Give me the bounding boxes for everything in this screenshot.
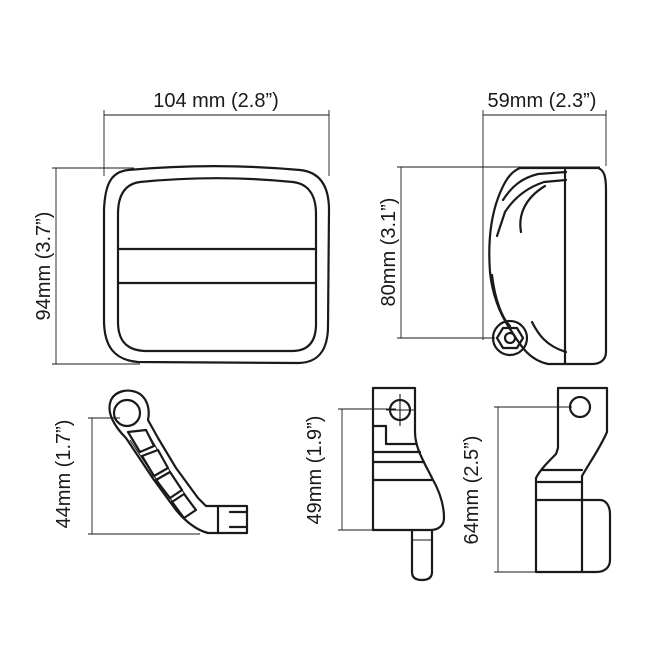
- front-height-dimension: 94mm (3.7”): [33, 167, 140, 365]
- bracket-a-dimension: 44mm (1.7”): [53, 417, 200, 535]
- front-view-lamp: [102, 165, 331, 365]
- side-view-lamp: [488, 166, 608, 366]
- bracket-c-tall: [534, 386, 612, 574]
- side-depth-dimension: 59mm (2.3”): [482, 90, 607, 340]
- bracket-b-label: 49mm (1.9”): [304, 416, 326, 525]
- bracket-c-dimension: 64mm (2.5”): [461, 406, 572, 573]
- bracket-c-label: 64mm (2.5”): [461, 436, 483, 545]
- bracket-b-dimension: 49mm (1.9”): [304, 408, 396, 531]
- bracket-a-label: 44mm (1.7”): [53, 420, 75, 529]
- side-height-dimension: 80mm (3.1”): [378, 166, 600, 339]
- side-height-label: 80mm (3.1”): [378, 198, 400, 307]
- front-width-label: 104 mm (2.8”): [153, 90, 279, 112]
- bracket-b-with-stud: [371, 386, 446, 582]
- front-width-dimension: 104 mm (2.8”): [103, 90, 330, 176]
- side-depth-label: 59mm (2.3”): [488, 90, 597, 112]
- front-height-label: 94mm (3.7”): [33, 212, 55, 321]
- bracket-a-angled-arm: [108, 389, 249, 535]
